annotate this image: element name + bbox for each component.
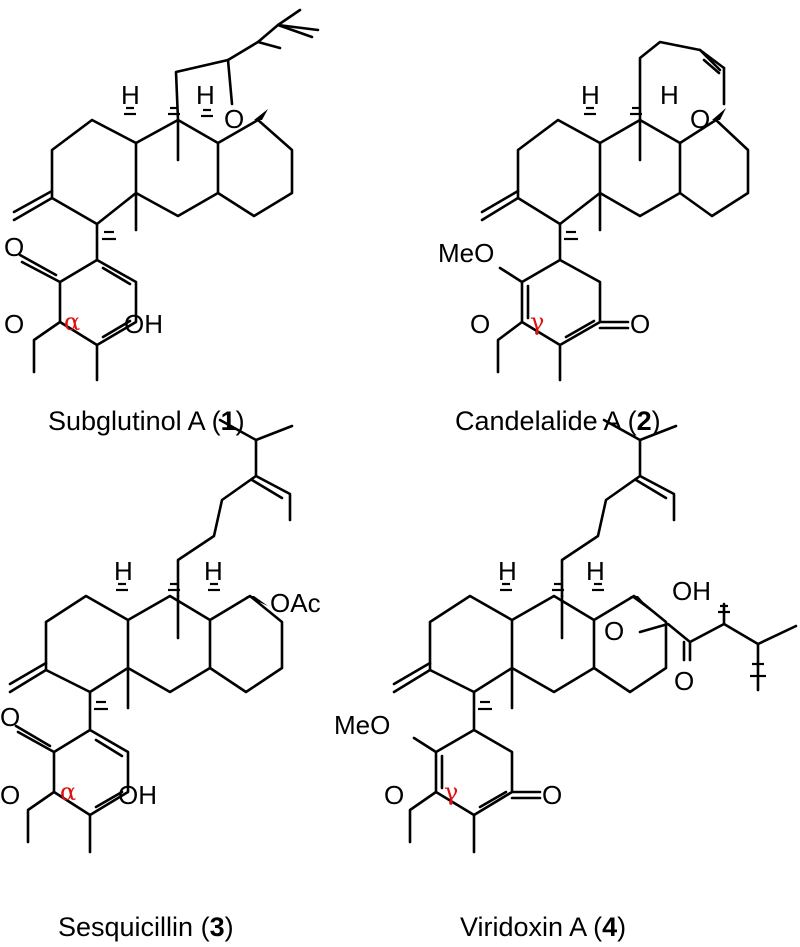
compound-3-pyrone-carbonyl-oxygen: O	[0, 702, 20, 732]
compound-2-h-label-2: H	[660, 80, 679, 110]
compound-3-hydroxyl: OH	[118, 780, 157, 810]
compound-4-pyrone-oxygen: O	[384, 780, 404, 810]
compound-4-ester-oxygen: O	[604, 616, 624, 646]
compound-3-h-label-2: H	[204, 556, 223, 586]
compound-1-subglutinol-a: H H O O O OH α Subglutinol A (1)	[4, 8, 320, 436]
compound-3-h-label-1: H	[114, 556, 133, 586]
compound-3-acetate: OAc	[270, 588, 321, 618]
compound-1-caption: Subglutinol A (1)	[48, 406, 245, 436]
compound-3-wedge-bond	[246, 596, 268, 606]
compound-1-h-label-2: H	[196, 80, 215, 110]
compound-2-ring-label: γ	[530, 308, 544, 336]
compound-2-methoxy: MeO	[438, 238, 494, 268]
compound-4-skeleton-bonds	[392, 418, 798, 854]
compound-2-skeleton-bonds	[480, 40, 750, 382]
compound-2-ring-carbonyl-oxygen: O	[630, 309, 650, 339]
compound-3-caption: Sesquicillin (3)	[58, 912, 234, 942]
compound-3-number: 3	[210, 912, 225, 942]
compound-1-wedge-bond	[254, 109, 268, 120]
compound-2-hashed-bonds	[564, 106, 642, 241]
compound-1-skeleton-bonds	[12, 8, 320, 382]
compound-4-h-label-1: H	[498, 556, 517, 586]
compound-1-ring-label: α	[64, 308, 80, 336]
compound-3-name: Sesquicillin	[58, 912, 193, 942]
compound-1-h-label-1: H	[121, 80, 140, 110]
compound-1-number: 1	[221, 406, 236, 436]
compound-1-hashed-bonds	[102, 106, 213, 241]
compound-2-pyrone-oxygen: O	[470, 309, 490, 339]
compound-3-ring-label: α	[60, 778, 76, 806]
compound-2-number: 2	[637, 406, 652, 436]
compound-2-caption: Candelalide A (2)	[455, 406, 661, 436]
compound-4-caption: Viridoxin A (4)	[460, 912, 626, 942]
compound-2-candelalide-a: H H O MeO O O γ Candelalide A (2)	[438, 40, 750, 436]
compound-4-ester-carbonyl-oxygen: O	[674, 666, 694, 696]
compound-4-name: Viridoxin A	[460, 912, 587, 942]
compound-2-h-label-1: H	[581, 80, 600, 110]
compound-1-pyrone-carbonyl-oxygen: O	[4, 232, 24, 262]
compound-3-sesquicillin: H H OAc O O OH α Sesquicillin (3)	[0, 418, 321, 942]
compound-4-hashed-bonds	[478, 582, 766, 711]
compound-4-wedge-bond	[630, 596, 652, 612]
compound-2-name: Candelalide A	[455, 406, 622, 436]
compound-3-hashed-bonds	[94, 582, 220, 711]
compound-4-ring-label: γ	[444, 778, 458, 806]
compound-4-viridoxin-a: H H O OH O MeO O O γ Viridoxin A (4)	[334, 418, 798, 942]
compound-3-skeleton-bonds	[8, 418, 294, 854]
compound-4-number: 4	[602, 912, 617, 942]
compound-4-h-label-2: H	[586, 556, 605, 586]
compound-4-methoxy: MeO	[334, 710, 390, 740]
compound-2-wedge-bond	[712, 108, 726, 120]
compound-1-name: Subglutinol A	[48, 406, 206, 436]
compound-3-pyrone-oxygen: O	[0, 780, 20, 810]
compound-4-ring-carbonyl-oxygen: O	[542, 780, 562, 810]
compound-1-hydroxyl: OH	[124, 309, 163, 339]
compound-1-pyrone-oxygen: O	[4, 309, 24, 339]
compound-2-ring-oxygen: O	[690, 104, 710, 134]
compound-1-ring-oxygen: O	[224, 104, 244, 134]
compound-4-hydroxyl: OH	[672, 576, 711, 606]
